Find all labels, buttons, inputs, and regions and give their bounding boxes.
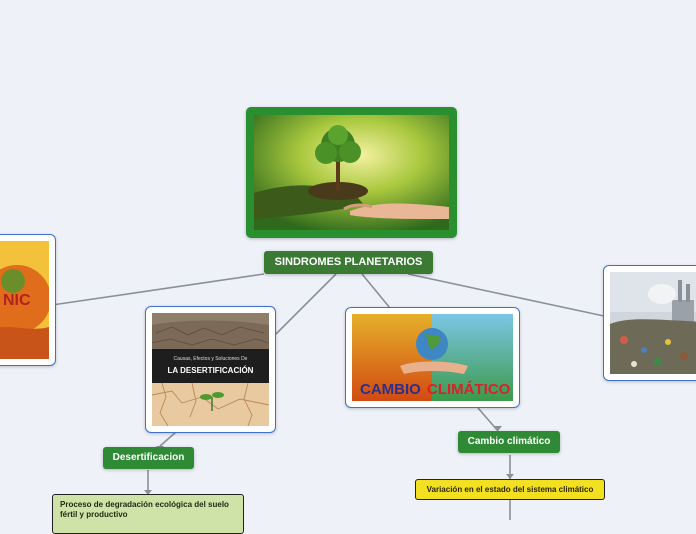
- cambio-climatico-image-card[interactable]: CAMBIO CLIMÁTICO: [345, 307, 520, 408]
- desertification-image: Causas, Efectos y Soluciones De LA DESER…: [152, 313, 269, 426]
- variacion-text-box[interactable]: Variación en el estado del sistema climá…: [415, 479, 605, 500]
- central-image-card[interactable]: [246, 107, 457, 238]
- connector-root-desert: [276, 274, 336, 334]
- tree-in-hands-image: [254, 115, 449, 230]
- desertificacion-image-card[interactable]: Causas, Efectos y Soluciones De LA DESER…: [145, 306, 276, 433]
- left-partial-image: NIC: [0, 241, 49, 359]
- desertification-title: LA DESERTIFICACIÓN: [168, 366, 254, 375]
- garbage-dump-image: [610, 272, 696, 374]
- connector-root-left: [52, 274, 264, 305]
- connector-climate-node: [478, 408, 498, 431]
- left-image-card[interactable]: NIC: [0, 234, 56, 366]
- desertificacion-node[interactable]: Desertificacion: [103, 447, 194, 469]
- root-node[interactable]: SINDROMES PLANETARIOS: [264, 251, 433, 274]
- cambio-climatico-node[interactable]: Cambio climático: [458, 431, 560, 453]
- left-image-text: NIC: [3, 292, 31, 309]
- climate-change-image: CAMBIO CLIMÁTICO: [352, 314, 513, 401]
- right-image-card[interactable]: [603, 265, 696, 381]
- connector-desert-node: [160, 432, 176, 446]
- connector-root-climate: [362, 274, 390, 308]
- climate-word-1: CAMBIO: [360, 381, 421, 398]
- proceso-text-box[interactable]: Proceso de degradación ecológica del sue…: [52, 494, 244, 534]
- desertification-subtitle: Causas, Efectos y Soluciones De: [174, 356, 248, 362]
- climate-word-2: CLIMÁTICO: [427, 381, 511, 398]
